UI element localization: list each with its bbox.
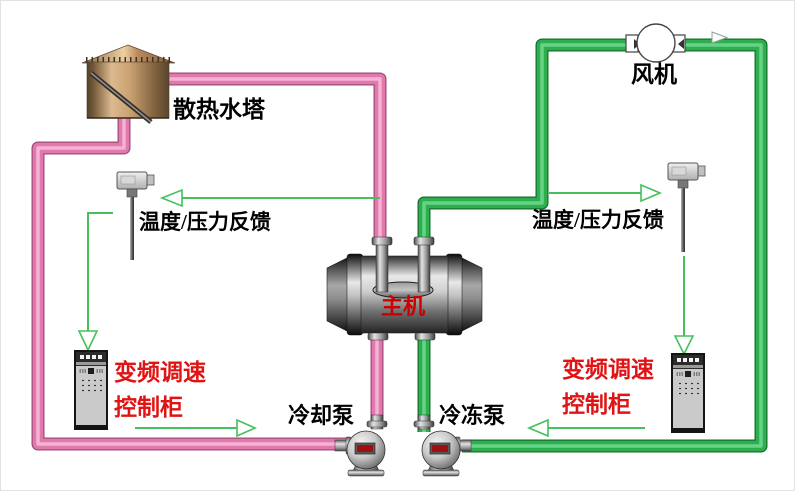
signal-arrowhead-down-right xyxy=(673,335,695,356)
sensor-probe xyxy=(681,188,685,252)
main-unit xyxy=(326,236,483,341)
vfd-cabinet-right xyxy=(671,353,705,433)
cabinet-base xyxy=(673,428,703,431)
chilled-pump xyxy=(413,414,472,477)
signal-arrowhead-left xyxy=(159,188,183,208)
cabinet-panel xyxy=(76,366,106,376)
pump-nameplate xyxy=(357,445,373,452)
cabinet-indicator-row xyxy=(673,355,703,364)
cooling-pump-label: 冷却泵 xyxy=(288,403,355,428)
vfd-label-left-line1: 变频调速 xyxy=(114,360,206,385)
signal-sensor-to-cabinet-left xyxy=(87,212,113,331)
cabinet-base xyxy=(76,425,106,428)
tank-nozzle-bottom-right xyxy=(414,332,436,341)
cabinet-divider xyxy=(76,361,106,366)
main-unit-label: 主机 xyxy=(381,294,426,319)
pump-nameplate xyxy=(432,445,448,452)
flow-direction-arrow xyxy=(711,31,729,44)
cooling-tower xyxy=(81,44,176,124)
temperature-pressure-sensor-left xyxy=(116,171,155,260)
vfd-label-right-line1: 变频调速 xyxy=(562,357,654,382)
cabinet-indicator-row xyxy=(76,352,106,361)
vfd-label-right-line2: 控制柜 xyxy=(562,392,631,417)
feedback-label-right: 温度/压力反馈 xyxy=(532,208,664,232)
cooling-tower-label: 散热水塔 xyxy=(173,97,265,122)
fan-circle xyxy=(636,23,676,63)
signal-arrowhead-down-left xyxy=(77,330,99,352)
signal-arrowhead-to-pump-left xyxy=(236,418,257,438)
temperature-pressure-sensor-right xyxy=(667,162,706,252)
vfd-label-left-line2: 控制柜 xyxy=(114,395,183,420)
cabinet-vents xyxy=(676,380,700,395)
sensor-probe xyxy=(130,197,134,260)
chilled-pump-label: 冷冻泵 xyxy=(439,403,506,428)
tank-nozzle-bottom-left xyxy=(367,332,389,341)
signal-arrowhead-to-pump-right xyxy=(526,418,549,438)
signal-arrowhead-right xyxy=(640,183,663,203)
cooling-water-pipe xyxy=(31,72,387,451)
tank-nozzle-top-right xyxy=(417,243,431,293)
vfd-cabinet-left xyxy=(74,350,108,430)
chilled-water-pipe xyxy=(417,38,768,453)
cabinet-vents xyxy=(79,377,103,392)
feedback-label-left: 温度/压力反馈 xyxy=(139,210,271,234)
fan xyxy=(625,23,686,63)
cooling-pump xyxy=(334,414,388,477)
cabinet-panel xyxy=(673,369,703,379)
signal-lines xyxy=(77,31,729,438)
cabinet-divider xyxy=(673,364,703,369)
tank-nozzle-top-left xyxy=(375,243,389,293)
fan-label: 风机 xyxy=(631,62,677,87)
